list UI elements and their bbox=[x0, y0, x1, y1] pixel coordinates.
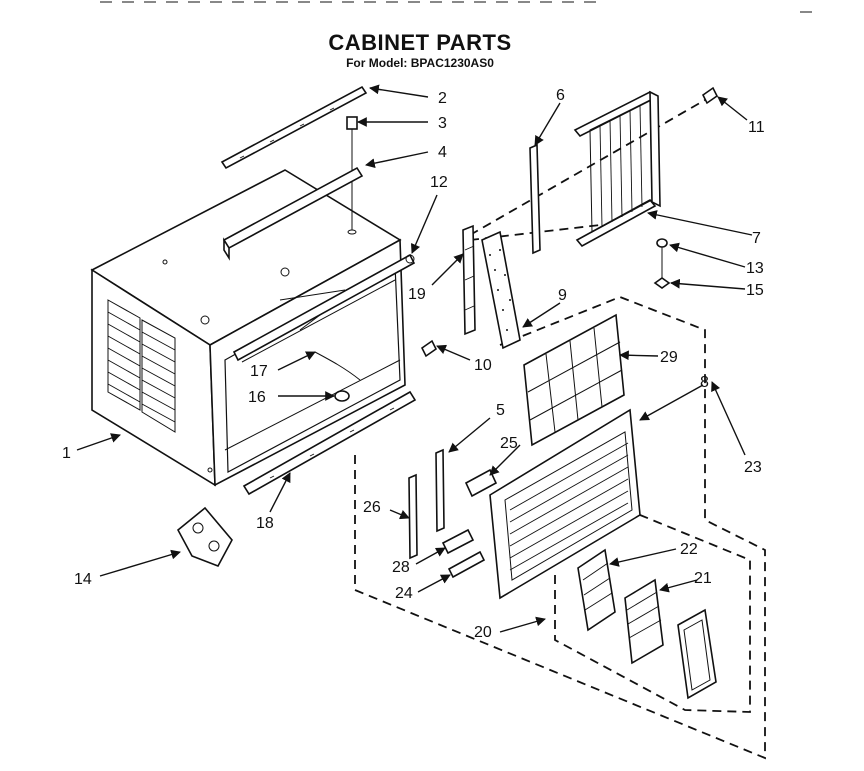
bottom-strip-part bbox=[242, 390, 417, 496]
callout-7: 7 bbox=[752, 230, 761, 247]
scan-artifact bbox=[100, 1, 812, 13]
alignment-dashed-lines bbox=[469, 99, 706, 241]
top-strip-part bbox=[220, 85, 368, 170]
callout-20: 20 bbox=[474, 624, 492, 641]
screw-part-10 bbox=[420, 339, 438, 358]
small-trim-parts bbox=[408, 448, 498, 579]
callout-numbers: 1 2 3 4 5 6 7 8 9 10 11 12 13 14 15 16 1… bbox=[62, 87, 765, 641]
callout-2: 2 bbox=[438, 90, 447, 107]
channel-part bbox=[222, 166, 364, 261]
callout-26: 26 bbox=[363, 499, 381, 516]
callout-24: 24 bbox=[395, 585, 413, 602]
callout-12: 12 bbox=[430, 174, 448, 191]
callout-5: 5 bbox=[496, 402, 505, 419]
screw-part-11 bbox=[701, 86, 719, 105]
front-panel-part bbox=[489, 408, 641, 600]
callout-18: 18 bbox=[256, 515, 274, 532]
leader-lines bbox=[76, 84, 753, 633]
foam-strip-part bbox=[462, 224, 476, 336]
callout-25: 25 bbox=[500, 435, 518, 452]
coil-frame-part bbox=[573, 90, 661, 248]
callout-11: 11 bbox=[748, 119, 765, 136]
power-cord-part bbox=[314, 351, 361, 402]
callout-4: 4 bbox=[438, 144, 447, 161]
filter-grille-part bbox=[523, 313, 625, 447]
callout-8: 8 bbox=[700, 374, 709, 391]
callout-1: 1 bbox=[62, 445, 71, 462]
callout-22: 22 bbox=[680, 541, 698, 558]
model-subtitle: For Model: BPAC1230AS0 bbox=[346, 56, 494, 70]
callout-29: 29 bbox=[660, 349, 678, 366]
cabinet-housing bbox=[90, 169, 406, 487]
callout-14: 14 bbox=[74, 571, 92, 588]
callout-3: 3 bbox=[438, 115, 447, 132]
callout-13: 13 bbox=[746, 260, 764, 277]
filter-pad-part bbox=[481, 230, 521, 350]
bracket-part bbox=[176, 506, 233, 567]
callout-15: 15 bbox=[746, 282, 764, 299]
callout-9: 9 bbox=[558, 287, 567, 304]
callout-21: 21 bbox=[694, 570, 712, 587]
vertical-bar-part bbox=[529, 143, 541, 255]
page-title: CABINET PARTS bbox=[328, 30, 512, 55]
callout-16: 16 bbox=[248, 389, 266, 406]
callout-19: 19 bbox=[408, 286, 426, 303]
louver-assembly-parts bbox=[577, 548, 717, 700]
cabinet-side-louvers bbox=[107, 299, 176, 433]
rail-part bbox=[232, 253, 416, 362]
group-outline-20 bbox=[554, 514, 751, 713]
fastener-parts bbox=[653, 238, 671, 289]
callout-23: 23 bbox=[744, 459, 762, 476]
callout-10: 10 bbox=[474, 357, 492, 374]
callout-28: 28 bbox=[392, 559, 410, 576]
callout-6: 6 bbox=[556, 87, 565, 104]
callout-17: 17 bbox=[250, 363, 268, 380]
